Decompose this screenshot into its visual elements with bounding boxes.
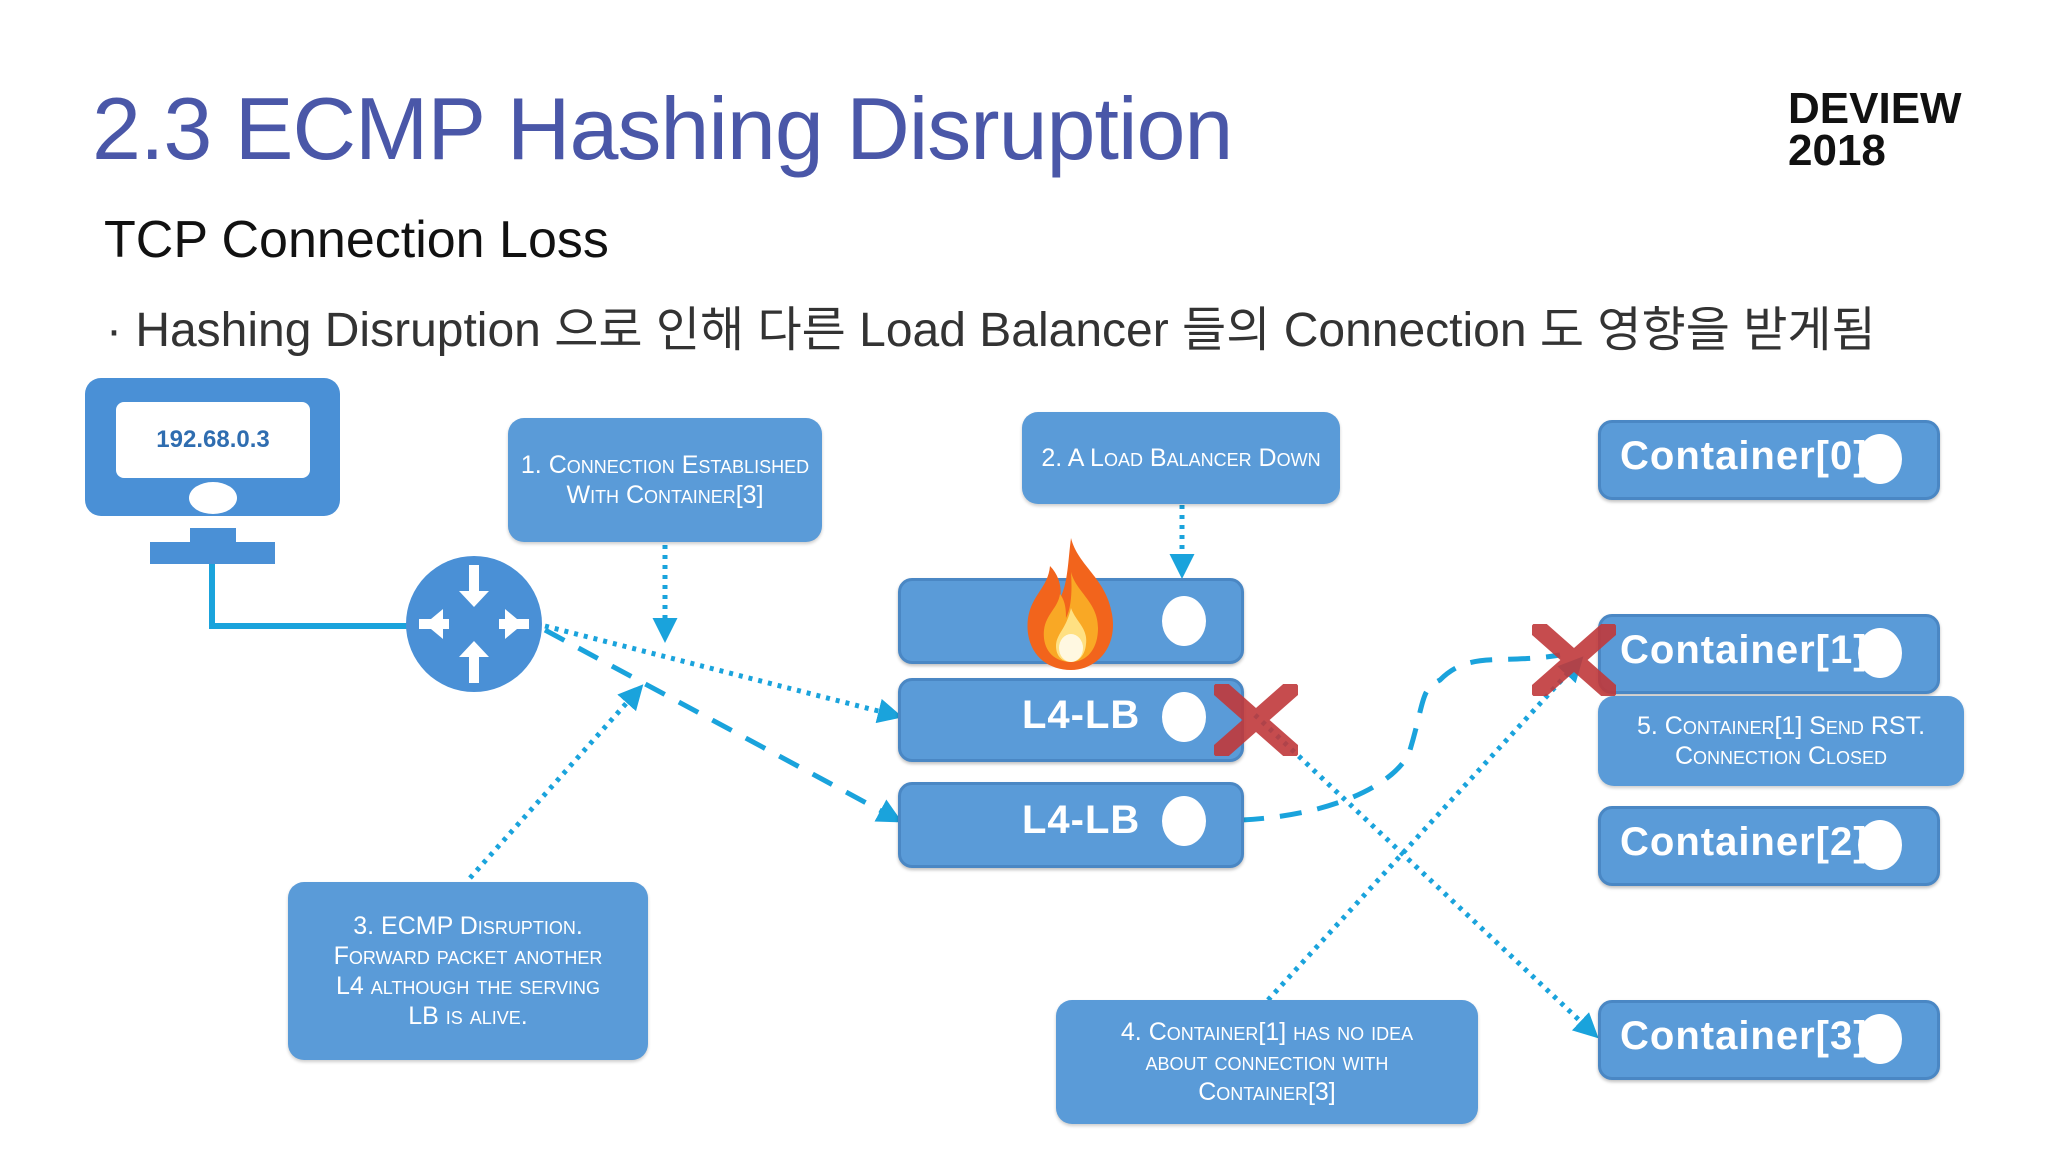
brand-line2: 2018 [1788, 126, 1886, 175]
container-1-status [1858, 628, 1902, 678]
cross-icon [1214, 684, 1298, 756]
fire-icon [1027, 538, 1113, 670]
cross-icon [1532, 624, 1616, 696]
note3-pointer [468, 684, 644, 880]
note-step5: 5. Container[1] Send RST. Connection Clo… [1598, 696, 1964, 786]
container-3-status [1858, 1014, 1902, 1064]
container-1-label: Container[1] [1620, 628, 1868, 672]
monitor-button [189, 482, 237, 514]
disrupted-path [543, 627, 903, 823]
client-cable [209, 556, 410, 629]
note-step1: 1. Connection Established With Container… [508, 418, 822, 542]
brand-line1: DEVIEW [1788, 84, 1962, 133]
established-path [544, 623, 903, 724]
client-ip: 192.68.0.3 [116, 402, 310, 478]
lb-1-label: L4-LB [1022, 693, 1141, 737]
lb-down-status [1162, 596, 1206, 646]
lb2-to-container1-path [1241, 652, 1561, 823]
page-title: 2.3 ECMP Hashing Disruption [92, 79, 1233, 178]
note-step4: 4. Container[1] has no idea about connec… [1056, 1000, 1478, 1124]
lb-2-label: L4-LB [1022, 798, 1141, 842]
container-2-status [1858, 820, 1902, 870]
note4-pointer [1266, 656, 1584, 1002]
bullet-text: · Hashing Disruption 으로 인해 다른 Load Balan… [106, 304, 1876, 357]
lb-2-status [1162, 796, 1206, 846]
note-step3: 3. ECMP Disruption. Forward packet anoth… [288, 882, 648, 1060]
monitor-neck [190, 528, 236, 544]
lb-1-status [1162, 692, 1206, 742]
brand-logo: DEVIEW 2018 [1788, 84, 1962, 175]
container-2-label: Container[2] [1620, 820, 1868, 864]
container-0-status [1858, 434, 1902, 484]
subtitle: TCP Connection Loss [104, 211, 609, 269]
monitor-base [150, 542, 275, 564]
lb1-to-container3-path [1253, 713, 1599, 1039]
container-0-label: Container[0] [1620, 434, 1868, 478]
note-step2: 2. A Load Balancer Down [1022, 412, 1340, 504]
container-0 [1598, 420, 1940, 500]
router-icon [406, 556, 542, 692]
container-3-label: Container[3] [1620, 1014, 1868, 1058]
